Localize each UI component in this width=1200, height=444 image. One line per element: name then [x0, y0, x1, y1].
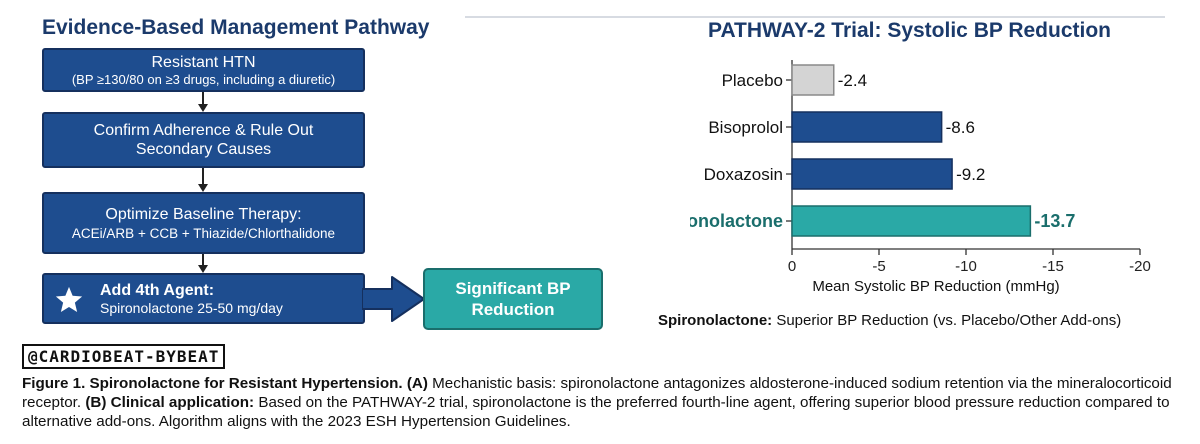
result-significant-bp-reduction: Significant BP Reduction [423, 268, 603, 330]
chart-note: Spironolactone: Superior BP Reduction (v… [658, 312, 1121, 329]
value-label-spironolactone: -13.7 [1034, 211, 1075, 231]
pathway-title: Evidence-Based Management Pathway [42, 16, 430, 39]
step-1-main: Resistant HTN [151, 53, 256, 71]
category-label-spironolactone: Spironolactone [690, 211, 783, 231]
bar-doxazosin [791, 158, 953, 190]
caption-b-text: Based on the PATHWAY-2 trial, spironolac… [22, 394, 1170, 430]
caption-a-text: Mechanistic basis: spironolactone antago… [22, 375, 1172, 411]
step-optimize-baseline: Optimize Baseline Therapy: ACEi/ARB + CC… [42, 192, 365, 254]
chart-note-bold: Spironolactone: [658, 312, 773, 329]
bar-spironolactone [791, 205, 1032, 237]
arrow-down-2 [198, 168, 208, 192]
bar-placebo [791, 64, 835, 96]
header-divider [465, 16, 1165, 18]
step-confirm-adherence: Confirm Adherence & Rule Out Secondary C… [42, 112, 365, 168]
chart-note-text: Superior BP Reduction (vs. Placebo/Other… [772, 312, 1122, 329]
star-icon [55, 286, 83, 312]
x-tick-label: -10 [955, 258, 977, 275]
x-tick-label: -20 [1129, 258, 1151, 275]
category-label-placebo: Placebo [722, 71, 783, 90]
result-line-1: Significant BP [455, 279, 571, 298]
step-resistant-htn: Resistant HTN (BP ≥130/80 on ≥3 drugs, i… [42, 48, 365, 92]
value-label-doxazosin: -9.2 [956, 165, 985, 184]
arrow-down-1 [198, 92, 208, 112]
step-3-main: Optimize Baseline Therapy: [105, 205, 302, 223]
value-label-bisoprolol: -8.6 [946, 118, 975, 137]
caption-figure-label: Figure 1. Spironolactone for Resistant H… [22, 375, 403, 392]
step-4-sub: Spironolactone 25-50 mg/day [100, 300, 283, 316]
x-tick-label: 0 [788, 258, 796, 275]
result-line-2: Reduction [471, 300, 555, 319]
step-4-main: Add 4th Agent: [100, 282, 215, 299]
category-label-doxazosin: Doxazosin [704, 165, 783, 184]
value-label-placebo: -2.4 [838, 71, 867, 90]
step-2-line-2: Secondary Causes [135, 141, 272, 158]
caption-a-label: (A) [406, 375, 428, 392]
category-label-bisoprolol: Bisoprolol [708, 118, 783, 137]
author-handle: @CARDIOBEAT-BYBEAT [22, 344, 226, 369]
caption-b-label: (B) Clinical application: [85, 394, 255, 411]
arrow-down-3 [198, 254, 208, 273]
x-tick-label: -15 [1042, 258, 1064, 275]
figure-caption: Figure 1. Spironolactone for Resistant H… [22, 374, 1172, 431]
step-2-line-1: Confirm Adherence & Rule Out [93, 122, 314, 139]
step-add-fourth-agent: Add 4th Agent: Spironolactone 25-50 mg/d… [42, 273, 365, 324]
x-tick-label: -5 [872, 258, 885, 275]
arrow-right-to-result [362, 276, 425, 322]
step-1-sub: (BP ≥130/80 on ≥3 drugs, including a diu… [71, 71, 336, 87]
step-3-sub: ACEi/ARB + CCB + Thiazide/Chlorthalidone [71, 225, 336, 241]
chart-title: PATHWAY-2 Trial: Systolic BP Reduction [708, 19, 1111, 42]
bar-bisoprolol [791, 111, 943, 143]
x-axis-label: Mean Systolic BP Reduction (mmHg) [812, 278, 1059, 295]
